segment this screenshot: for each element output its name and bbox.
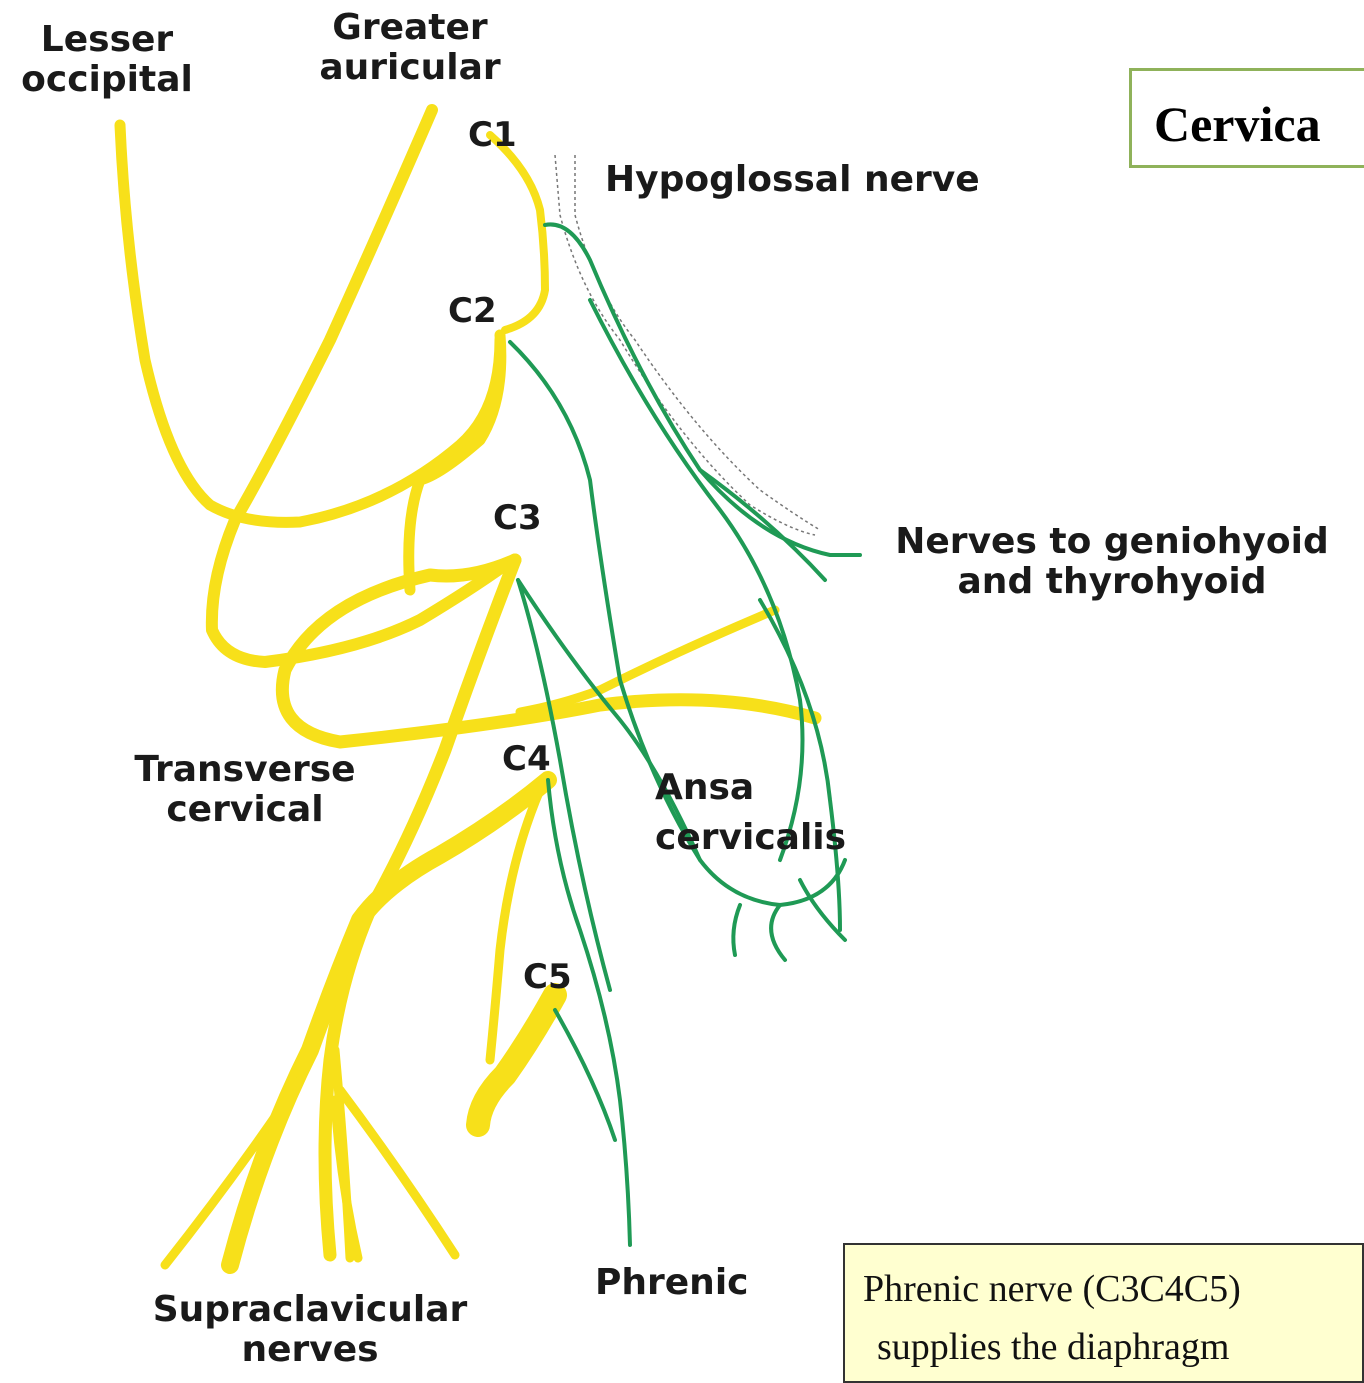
transverse-cervical-nerve: [282, 560, 815, 742]
ansa-line1: Ansa: [655, 770, 846, 806]
lesser-occipital-line2: occipital: [12, 62, 202, 98]
lesser-occipital-line1: Lesser: [12, 22, 202, 58]
c3-trunk: [325, 560, 515, 1255]
geniohyoid-label: Nerves to geniohyoid and thyrohyoid: [862, 524, 1362, 600]
sensory-nerves: [120, 110, 815, 1265]
c1-label: C1: [468, 118, 517, 152]
transverse-cervical-line2: cervical: [110, 792, 380, 828]
note-line-1: Phrenic nerve (C3C4C5): [863, 1267, 1241, 1311]
note-line-2: supplies the diaphragm: [877, 1325, 1229, 1369]
supraclavicular-line2: nerves: [130, 1332, 490, 1368]
c2-label: C2: [448, 294, 497, 328]
title-box: Cervica: [1129, 68, 1364, 168]
ansa-twig-2: [771, 905, 785, 960]
greater-auricular-label: Greater auricular: [300, 10, 520, 86]
supraclavicular-label: Supraclavicular nerves: [130, 1292, 490, 1368]
c1-loop: [490, 135, 545, 330]
phrenic-note-box: Phrenic nerve (C3C4C5) supplies the diap…: [843, 1243, 1364, 1383]
c2-c3-connection: [409, 335, 501, 590]
page-title: Cervica: [1154, 95, 1321, 153]
greater-auricular-line2: auricular: [300, 50, 520, 86]
phrenic-nerve: [548, 780, 630, 1245]
geniohyoid-line1: Nerves to geniohyoid: [862, 524, 1362, 560]
lesser-occipital-label: Lesser occipital: [12, 22, 202, 98]
c4-label: C4: [502, 742, 551, 776]
supraclavicular-line1: Supraclavicular: [130, 1292, 490, 1328]
ansa-cervicalis-label: Ansa cervicalis: [655, 770, 846, 856]
c5-label: C5: [523, 960, 572, 994]
hypoglossal-label: Hypoglossal nerve: [605, 162, 980, 198]
c4-trunk: [230, 780, 548, 1265]
ansa-line2: cervicalis: [655, 820, 846, 856]
motor-nerves: [510, 224, 860, 1245]
ansa-twig-1: [733, 905, 740, 955]
greater-auricular-line1: Greater: [300, 10, 520, 46]
supraclavicular-branch-3: [340, 1090, 455, 1255]
transverse-cervical-line1: Transverse: [110, 752, 380, 788]
phrenic-label: Phrenic: [595, 1265, 749, 1301]
hypoglossal-nerve: [555, 155, 820, 535]
geniohyoid-line2: and thyrohyoid: [862, 564, 1362, 600]
transverse-cervical-label: Transverse cervical: [110, 752, 380, 828]
c3-label: C3: [493, 501, 542, 535]
